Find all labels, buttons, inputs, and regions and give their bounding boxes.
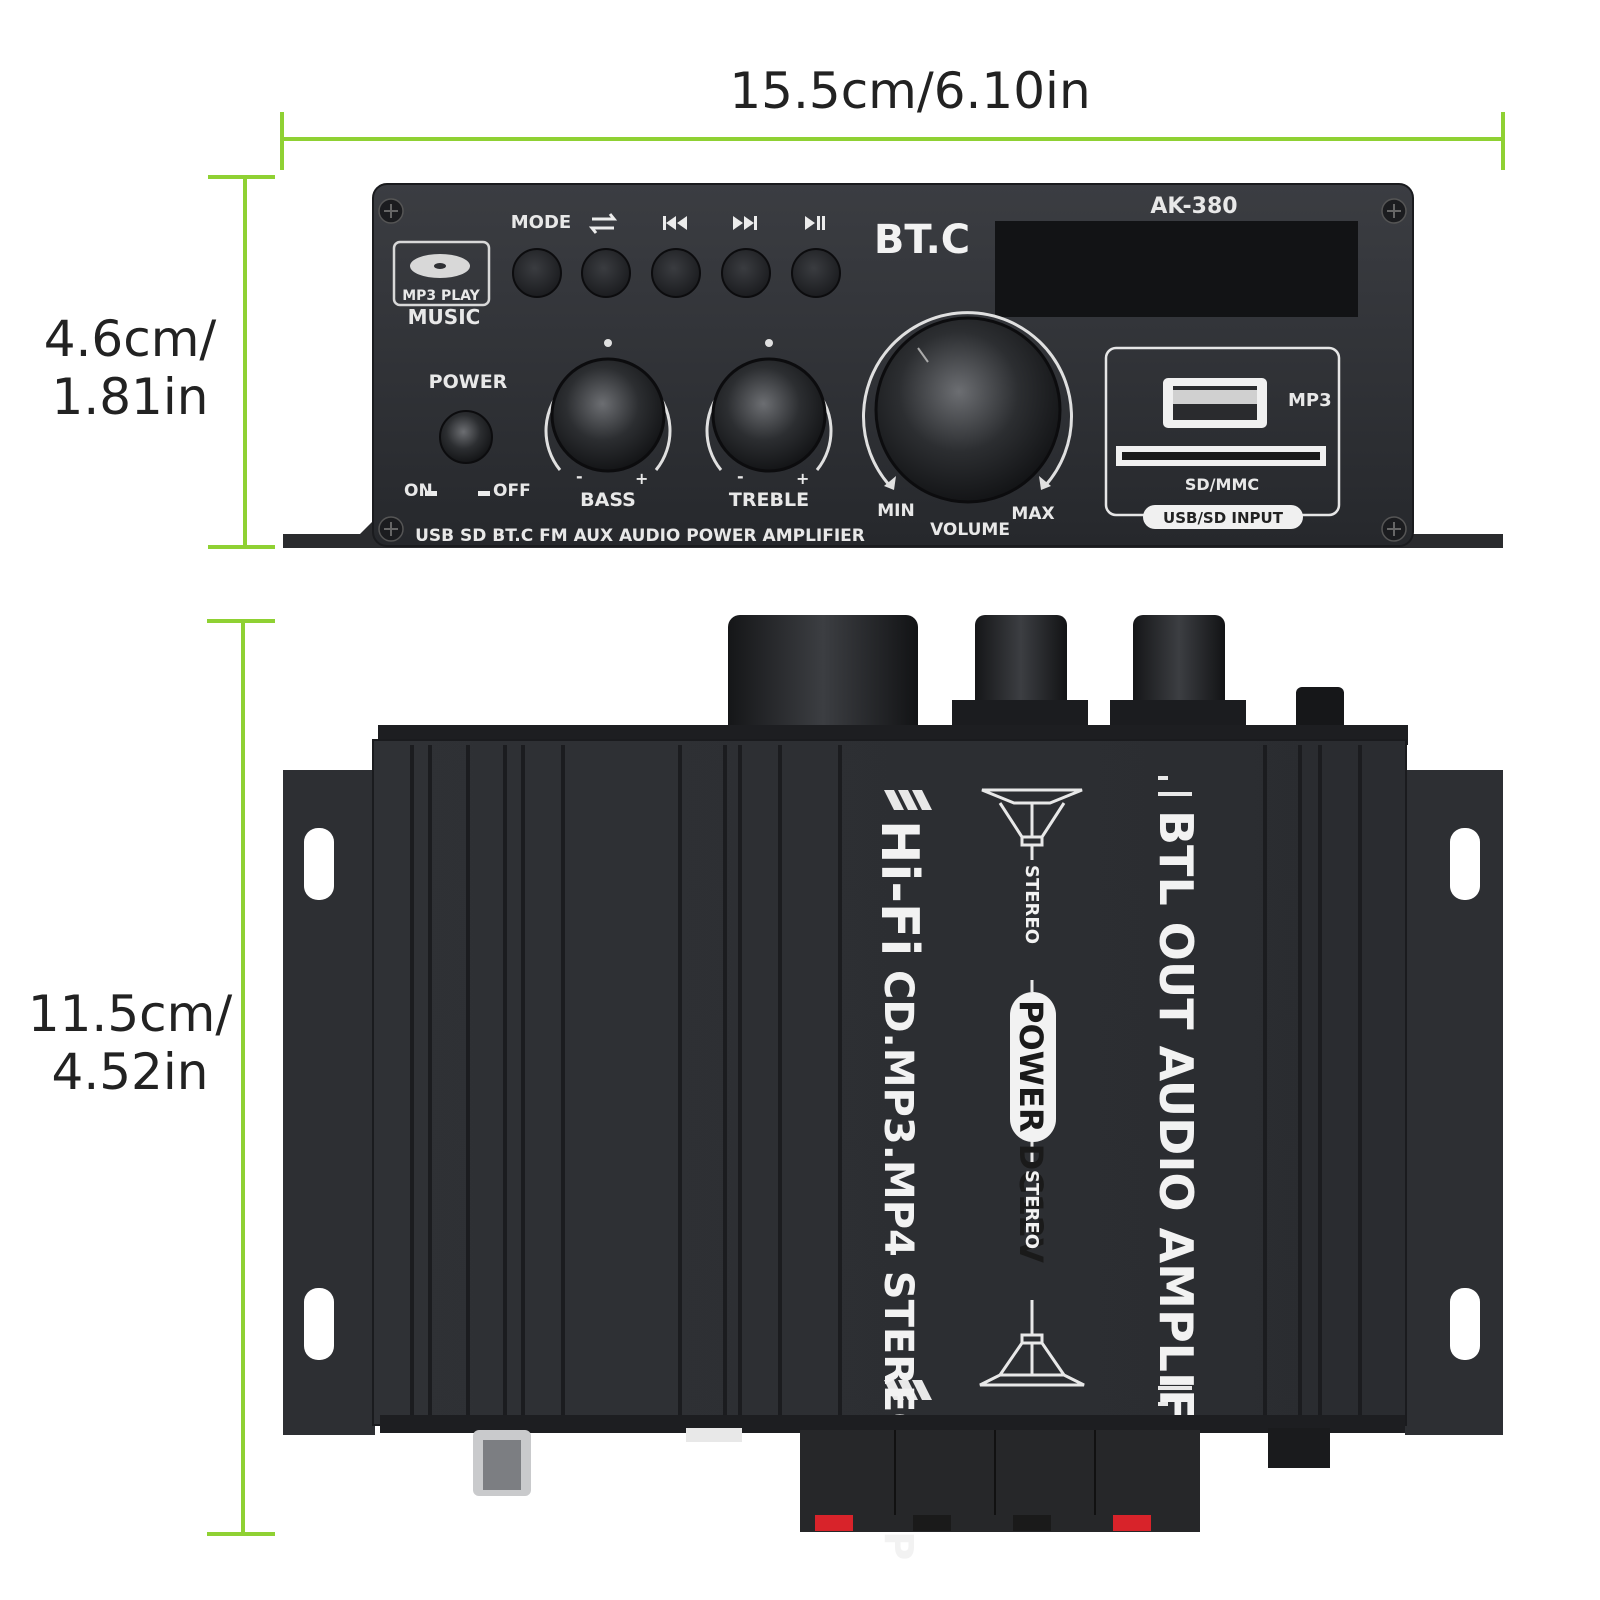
- hifi-stripes: [884, 790, 932, 1400]
- top-depth-label-1: 11.5cm/: [27, 985, 233, 1043]
- on-label: ON: [404, 481, 433, 501]
- mount-slot: [304, 1288, 334, 1360]
- power-knob: [439, 410, 493, 464]
- top-view: Hi-Fi CD.MP3.MP4 STEREO AMP STEREO POWER…: [283, 615, 1503, 1560]
- mount-slot: [1450, 1288, 1480, 1360]
- play-pause-button: [791, 248, 841, 298]
- power-dc12v-label: POWER DC12V: [1012, 1000, 1050, 1263]
- volume-label: VOLUME: [930, 520, 1010, 540]
- mount-slot: [1450, 828, 1480, 900]
- music-label: MUSIC: [408, 305, 481, 329]
- power-pill: [1010, 992, 1056, 1142]
- chassis-body: [372, 739, 1407, 1426]
- repeat-icon: [588, 213, 618, 234]
- front-panel: [283, 183, 1503, 548]
- next-button: [721, 248, 771, 298]
- sd-mmc-label: SD/MMC: [1185, 475, 1259, 494]
- stereo-top-label: STEREO: [1021, 865, 1042, 944]
- volume-knob: [874, 316, 1062, 504]
- brand-label: BT.C: [874, 217, 970, 263]
- power-label: POWER: [429, 371, 508, 393]
- repeat-button: [581, 248, 631, 298]
- play-pause-icon: [805, 216, 825, 230]
- mount-slot: [304, 828, 334, 900]
- mp3-badge: [392, 240, 491, 307]
- next-icon: [733, 216, 757, 230]
- bass-plus: +: [635, 469, 648, 488]
- previous-button: [651, 248, 701, 298]
- mode-label: MODE: [511, 212, 571, 233]
- mp3-label: MP3: [1288, 390, 1332, 411]
- bass-knob: [550, 357, 666, 473]
- min-label: MIN: [877, 501, 914, 521]
- bass-label: BASS: [580, 489, 636, 511]
- top-depth-label-2: 4.52in: [51, 1043, 209, 1101]
- model-label: AK-380: [1150, 194, 1237, 219]
- front-height-label-2: 1.81in: [51, 368, 209, 426]
- off-label: OFF: [493, 481, 531, 501]
- footer-label: USB SD BT.C FM AUX AUDIO POWER AMPLIFIER: [415, 526, 865, 546]
- hifi-label: Hi-Fi: [869, 820, 929, 956]
- treble-minus: -: [737, 467, 744, 486]
- heatsink-grooves: [410, 745, 1362, 1422]
- treble-label: TREBLE: [729, 489, 809, 511]
- display-window: [995, 221, 1358, 317]
- speaker-diagram: [979, 788, 1085, 1387]
- previous-icon: [663, 216, 687, 230]
- usb-sd-input-label: USB/SD INPUT: [1163, 509, 1284, 527]
- treble-plus: +: [796, 469, 809, 488]
- max-label: MAX: [1011, 504, 1054, 524]
- width-dimension-label: 15.5cm/6.10in: [729, 62, 1091, 120]
- mp3-play-label: MP3 PLAY: [402, 288, 480, 304]
- btl-label: BTL OUT AUDIO AMPLIFIER: [1149, 810, 1203, 1504]
- mode-button: [512, 248, 562, 298]
- front-height-label-1: 4.6cm/: [43, 310, 217, 368]
- treble-knob: [711, 357, 827, 473]
- stereo-bottom-label: STEREO: [1021, 1170, 1042, 1249]
- bass-minus: -: [576, 467, 583, 486]
- dc-jack: [1268, 1428, 1330, 1468]
- front-panel-labels: AK-380 BT.C MODE MP3 PLAY MUSIC POWER ON…: [402, 194, 1332, 546]
